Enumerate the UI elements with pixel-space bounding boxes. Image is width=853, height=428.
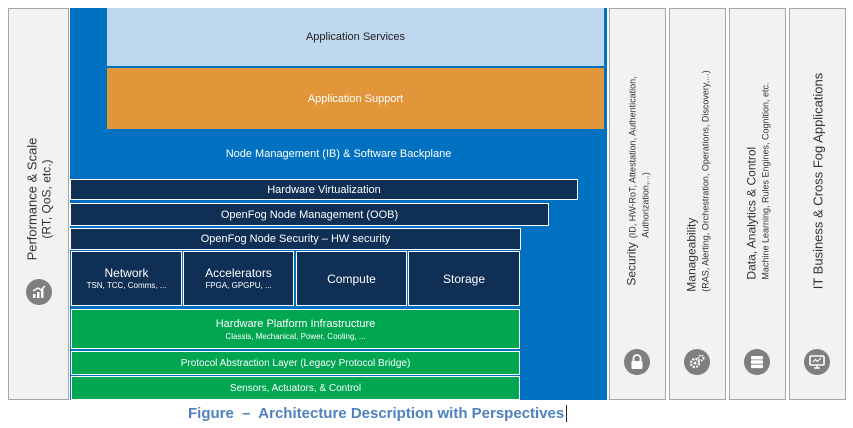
manageability-details: (RAS, Alerting, Orchestration, Operation… [700, 70, 710, 292]
manageability-label: Manageability (RAS, Alerting, Orchestrat… [684, 70, 711, 291]
security-perspective: Security (ID, HW-RoT, Attestation, Authe… [609, 8, 666, 400]
hardware-platform-subtitle: Classis, Mechanical, Power, Cooling, ... [225, 331, 366, 341]
text-cursor [566, 404, 568, 422]
data-analytics-title: Data, Analytics & Control [744, 146, 758, 280]
performance-scale-title: Performance & Scale [24, 137, 39, 261]
security-title: Security [624, 242, 638, 286]
application-support-layer: Application Support [107, 68, 604, 129]
storage-title: Storage [442, 271, 486, 286]
network-title: Network [104, 266, 149, 280]
openfog-node-security-layer: OpenFog Node Security – HW security [70, 228, 521, 250]
manageability-title: Manageability [684, 217, 698, 292]
security-label: Security (ID, HW-RoT, Attestation, Authe… [624, 76, 651, 285]
sensors-actuators-layer: Sensors, Actuators, & Control [71, 376, 520, 400]
it-business-title: IT Business & Cross Fog Applications [810, 72, 825, 290]
hardware-platform-layer: Hardware Platform Infrastructure Classis… [71, 309, 520, 349]
it-business-perspective: IT Business & Cross Fog Applications [789, 8, 846, 400]
manageability-perspective: Manageability (RAS, Alerting, Orchestrat… [669, 8, 726, 400]
compute-component: Compute [296, 251, 407, 306]
figure-caption-text: Figure – Architecture Description with P… [188, 404, 565, 422]
application-services-layer: Application Services [107, 8, 604, 66]
security-details-line2: Authorization,...) [640, 172, 650, 238]
lock-icon [624, 349, 650, 375]
accelerators-title: Accelerators [205, 266, 272, 280]
protocol-abstraction-layer: Protocol Abstraction Layer (Legacy Proto… [71, 351, 520, 375]
figure-caption: Figure – Architecture Description with P… [188, 402, 668, 424]
performance-scale-perspective: Performance & Scale (RT, QoS, etc.) [8, 8, 69, 400]
database-icon [744, 349, 770, 375]
hardware-virtualization-layer: Hardware Virtualization [70, 179, 578, 200]
network-subtitle: TSN, TCC, Comms, ... [86, 281, 167, 290]
network-component: Network TSN, TCC, Comms, ... [71, 251, 182, 306]
performance-scale-label: Performance & Scale (RT, QoS, etc.) [24, 138, 53, 261]
performance-chart-icon [26, 279, 52, 305]
data-analytics-perspective: Data, Analytics & Control Machine Learni… [729, 8, 786, 400]
it-business-label: IT Business & Cross Fog Applications [810, 73, 825, 290]
storage-component: Storage [408, 251, 520, 306]
node-management-layer: Node Management (IB) & Software Backplan… [225, 148, 452, 160]
security-details-line1: (ID, HW-RoT, Attestation, Authentication… [627, 76, 637, 239]
hardware-platform-title: Hardware Platform Infrastructure [215, 317, 376, 330]
compute-title: Compute [327, 271, 376, 286]
openfog-node-management-layer: OpenFog Node Management (OOB) [70, 203, 549, 226]
gears-icon [684, 349, 710, 375]
data-analytics-label: Data, Analytics & Control Machine Learni… [744, 82, 771, 279]
accelerators-subtitle: FPGA, GPGPU, ... [205, 281, 272, 290]
monitor-icon [804, 349, 830, 375]
performance-scale-subtitle: (RT, QoS, etc.) [39, 159, 53, 239]
data-analytics-details: Machine Learning, Rules Engines, Cogniti… [760, 82, 770, 280]
accelerators-component: Accelerators FPGA, GPGPU, ... [183, 251, 294, 306]
